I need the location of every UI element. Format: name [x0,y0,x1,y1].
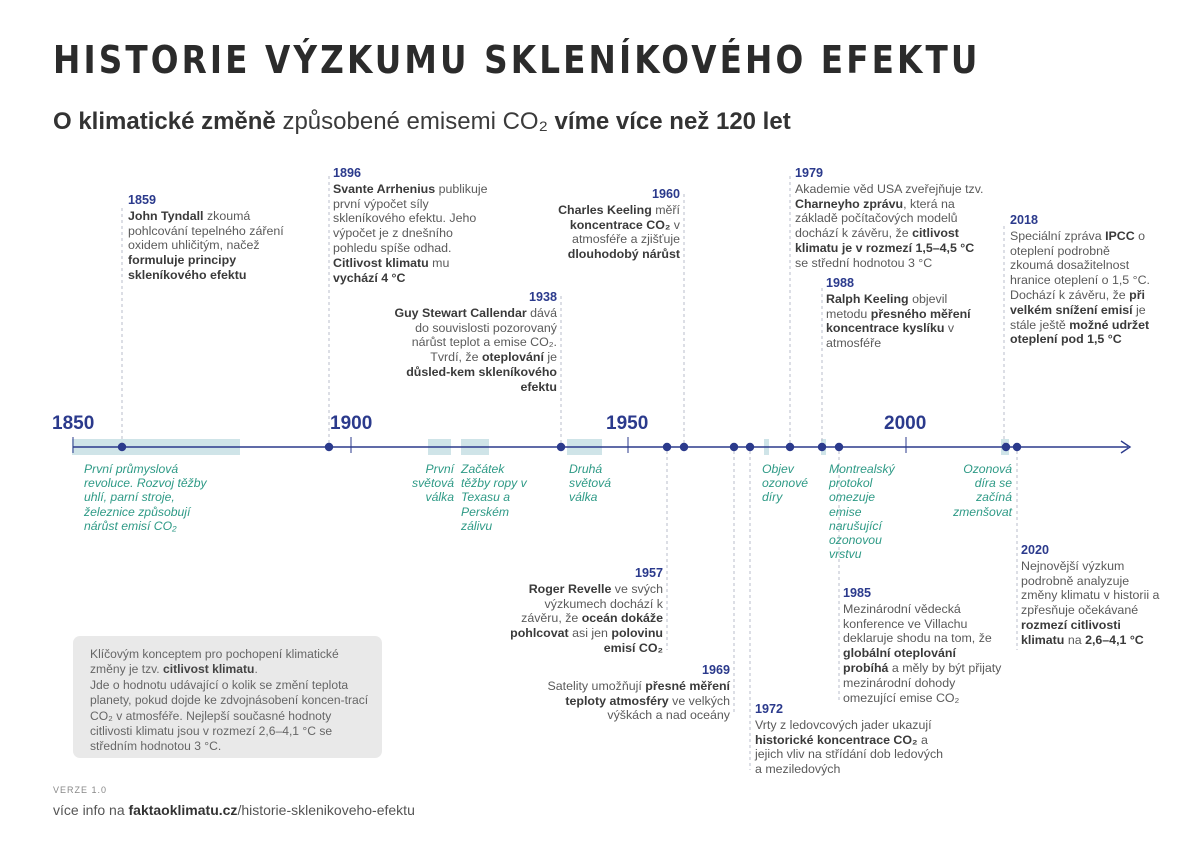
dot-1972 [745,442,755,452]
page-title: HISTORIE VÝZKUMU SKLENÍKOVÉHO EFEKTU [53,38,981,82]
dot-2018 [1001,442,1011,452]
dot-1979 [785,442,795,452]
period-label-oil: Začátek těžby ropy v Texasu a Perském zá… [461,462,527,533]
info-box-text: Klíčovým konceptem pro pochopení klimati… [90,647,369,754]
dot-1957 [662,442,672,452]
info-box [73,636,382,758]
decade-ticks [72,437,907,453]
decade-label-1850: 1850 [52,413,95,434]
connector-lines [121,176,1018,770]
dot-1960 [679,442,689,452]
dot-1859 [117,442,127,452]
dot-1896 [324,442,334,452]
period-label-ozone-shrink: Ozonová díra se začíná zmenšovat [953,462,1012,519]
period-label-industrial: První průmyslová revoluce. Rozvoj těžby … [84,462,207,533]
dot-1938 [556,442,566,452]
period-label-ww2: Druhá světová válka [569,462,612,505]
dot-1985 [834,442,844,452]
page-subtitle: O klimatické změně způsobené emisemi CO₂… [53,108,791,135]
event-dots [117,442,1022,452]
dot-2020 [1012,442,1022,452]
dot-1988 [817,442,827,452]
decade-label-1950: 1950 [606,413,649,434]
more-info-link[interactable]: více info na faktaoklimatu.cz/historie-s… [53,802,415,818]
period-label-ozone-hole: Objev ozonové díry [762,462,809,505]
decade-label-2000: 2000 [884,413,927,434]
decade-label-1900: 1900 [330,413,373,434]
version-label: VERZE 1.0 [53,785,108,795]
dot-1969 [729,442,739,452]
period-label-montreal: Montrealský protokol omezuje emise naruš… [829,462,895,562]
arrow-head-icon [1120,440,1132,454]
period-label-ww1: První světová válka [411,462,454,505]
